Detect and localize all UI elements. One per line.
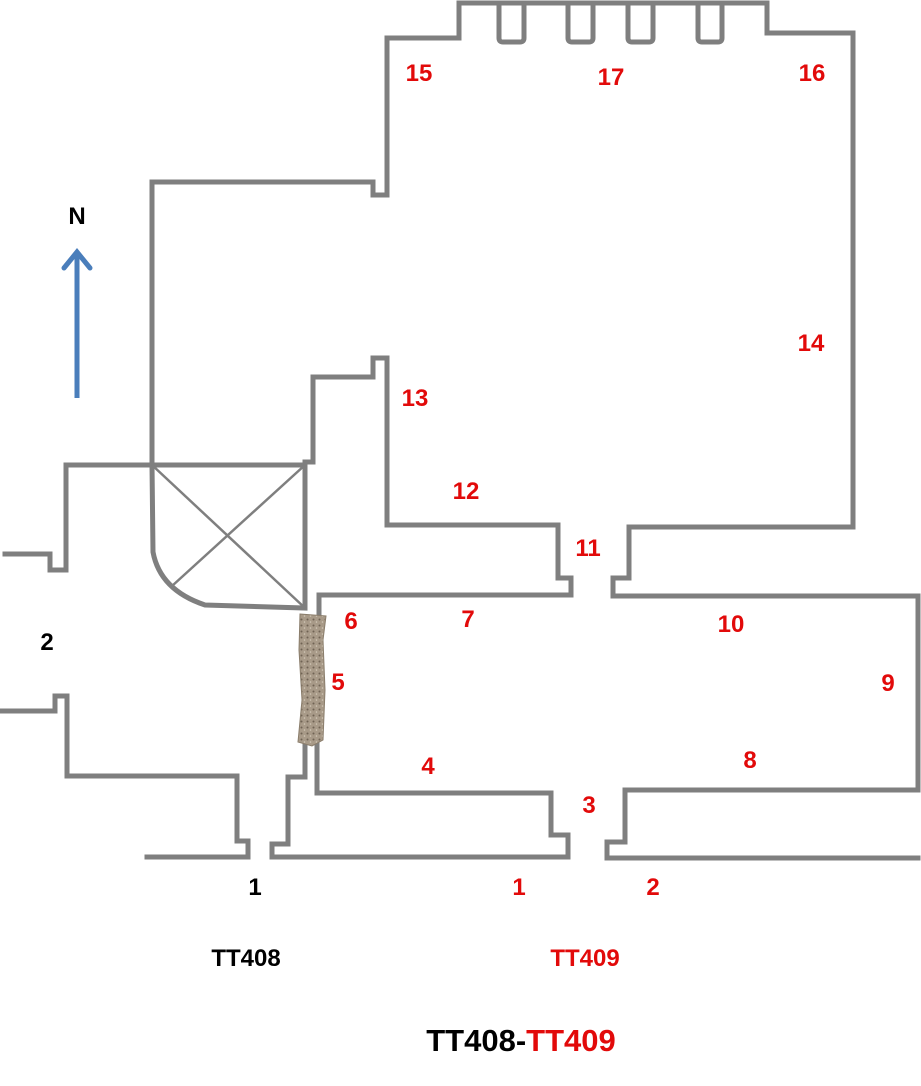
title-part-tt408: TT408- [426, 1023, 526, 1058]
stone-blocking [297, 613, 327, 747]
tt408-label: TT408 [211, 945, 280, 972]
shaft-box [149, 462, 308, 611]
point-label: 17 [598, 64, 625, 91]
north-label: N [68, 203, 85, 230]
corridor-wall [302, 355, 574, 616]
niche [496, 0, 527, 45]
point-label: 8 [743, 747, 756, 774]
point-label: 11 [575, 535, 600, 562]
point-label: 13 [402, 385, 429, 412]
point-label: 15 [406, 60, 433, 87]
point-label: 2 [646, 874, 659, 901]
point-label: 3 [582, 792, 595, 819]
shaft-diagonal [171, 464, 306, 587]
tt408-north-wall [2, 462, 308, 573]
point-label: 7 [461, 606, 474, 633]
tt409-entrance-west [269, 742, 571, 860]
point-label: 10 [718, 611, 745, 638]
point-label: 1 [512, 874, 525, 901]
point-label: 9 [881, 670, 894, 697]
north-chamber-wall [149, 0, 921, 861]
shaft-diagonal [151, 464, 306, 609]
tt409-label: TT409 [550, 945, 619, 972]
diagram-title: TT408-TT409 [426, 1023, 616, 1058]
point-label: 16 [799, 60, 826, 87]
point-label: 1 [248, 874, 261, 901]
point-label: 2 [40, 629, 53, 656]
point-label: 12 [453, 478, 480, 505]
title-part-tt409: TT409 [526, 1023, 616, 1058]
niche [565, 0, 596, 45]
point-label: 5 [331, 669, 344, 696]
tt408-south-wall [0, 693, 251, 860]
point-label: 6 [344, 608, 357, 635]
niche [695, 0, 725, 45]
niche [625, 0, 656, 45]
north-arrowhead-icon [61, 248, 93, 271]
point-label: 14 [798, 330, 825, 357]
point-label: 4 [421, 753, 435, 780]
